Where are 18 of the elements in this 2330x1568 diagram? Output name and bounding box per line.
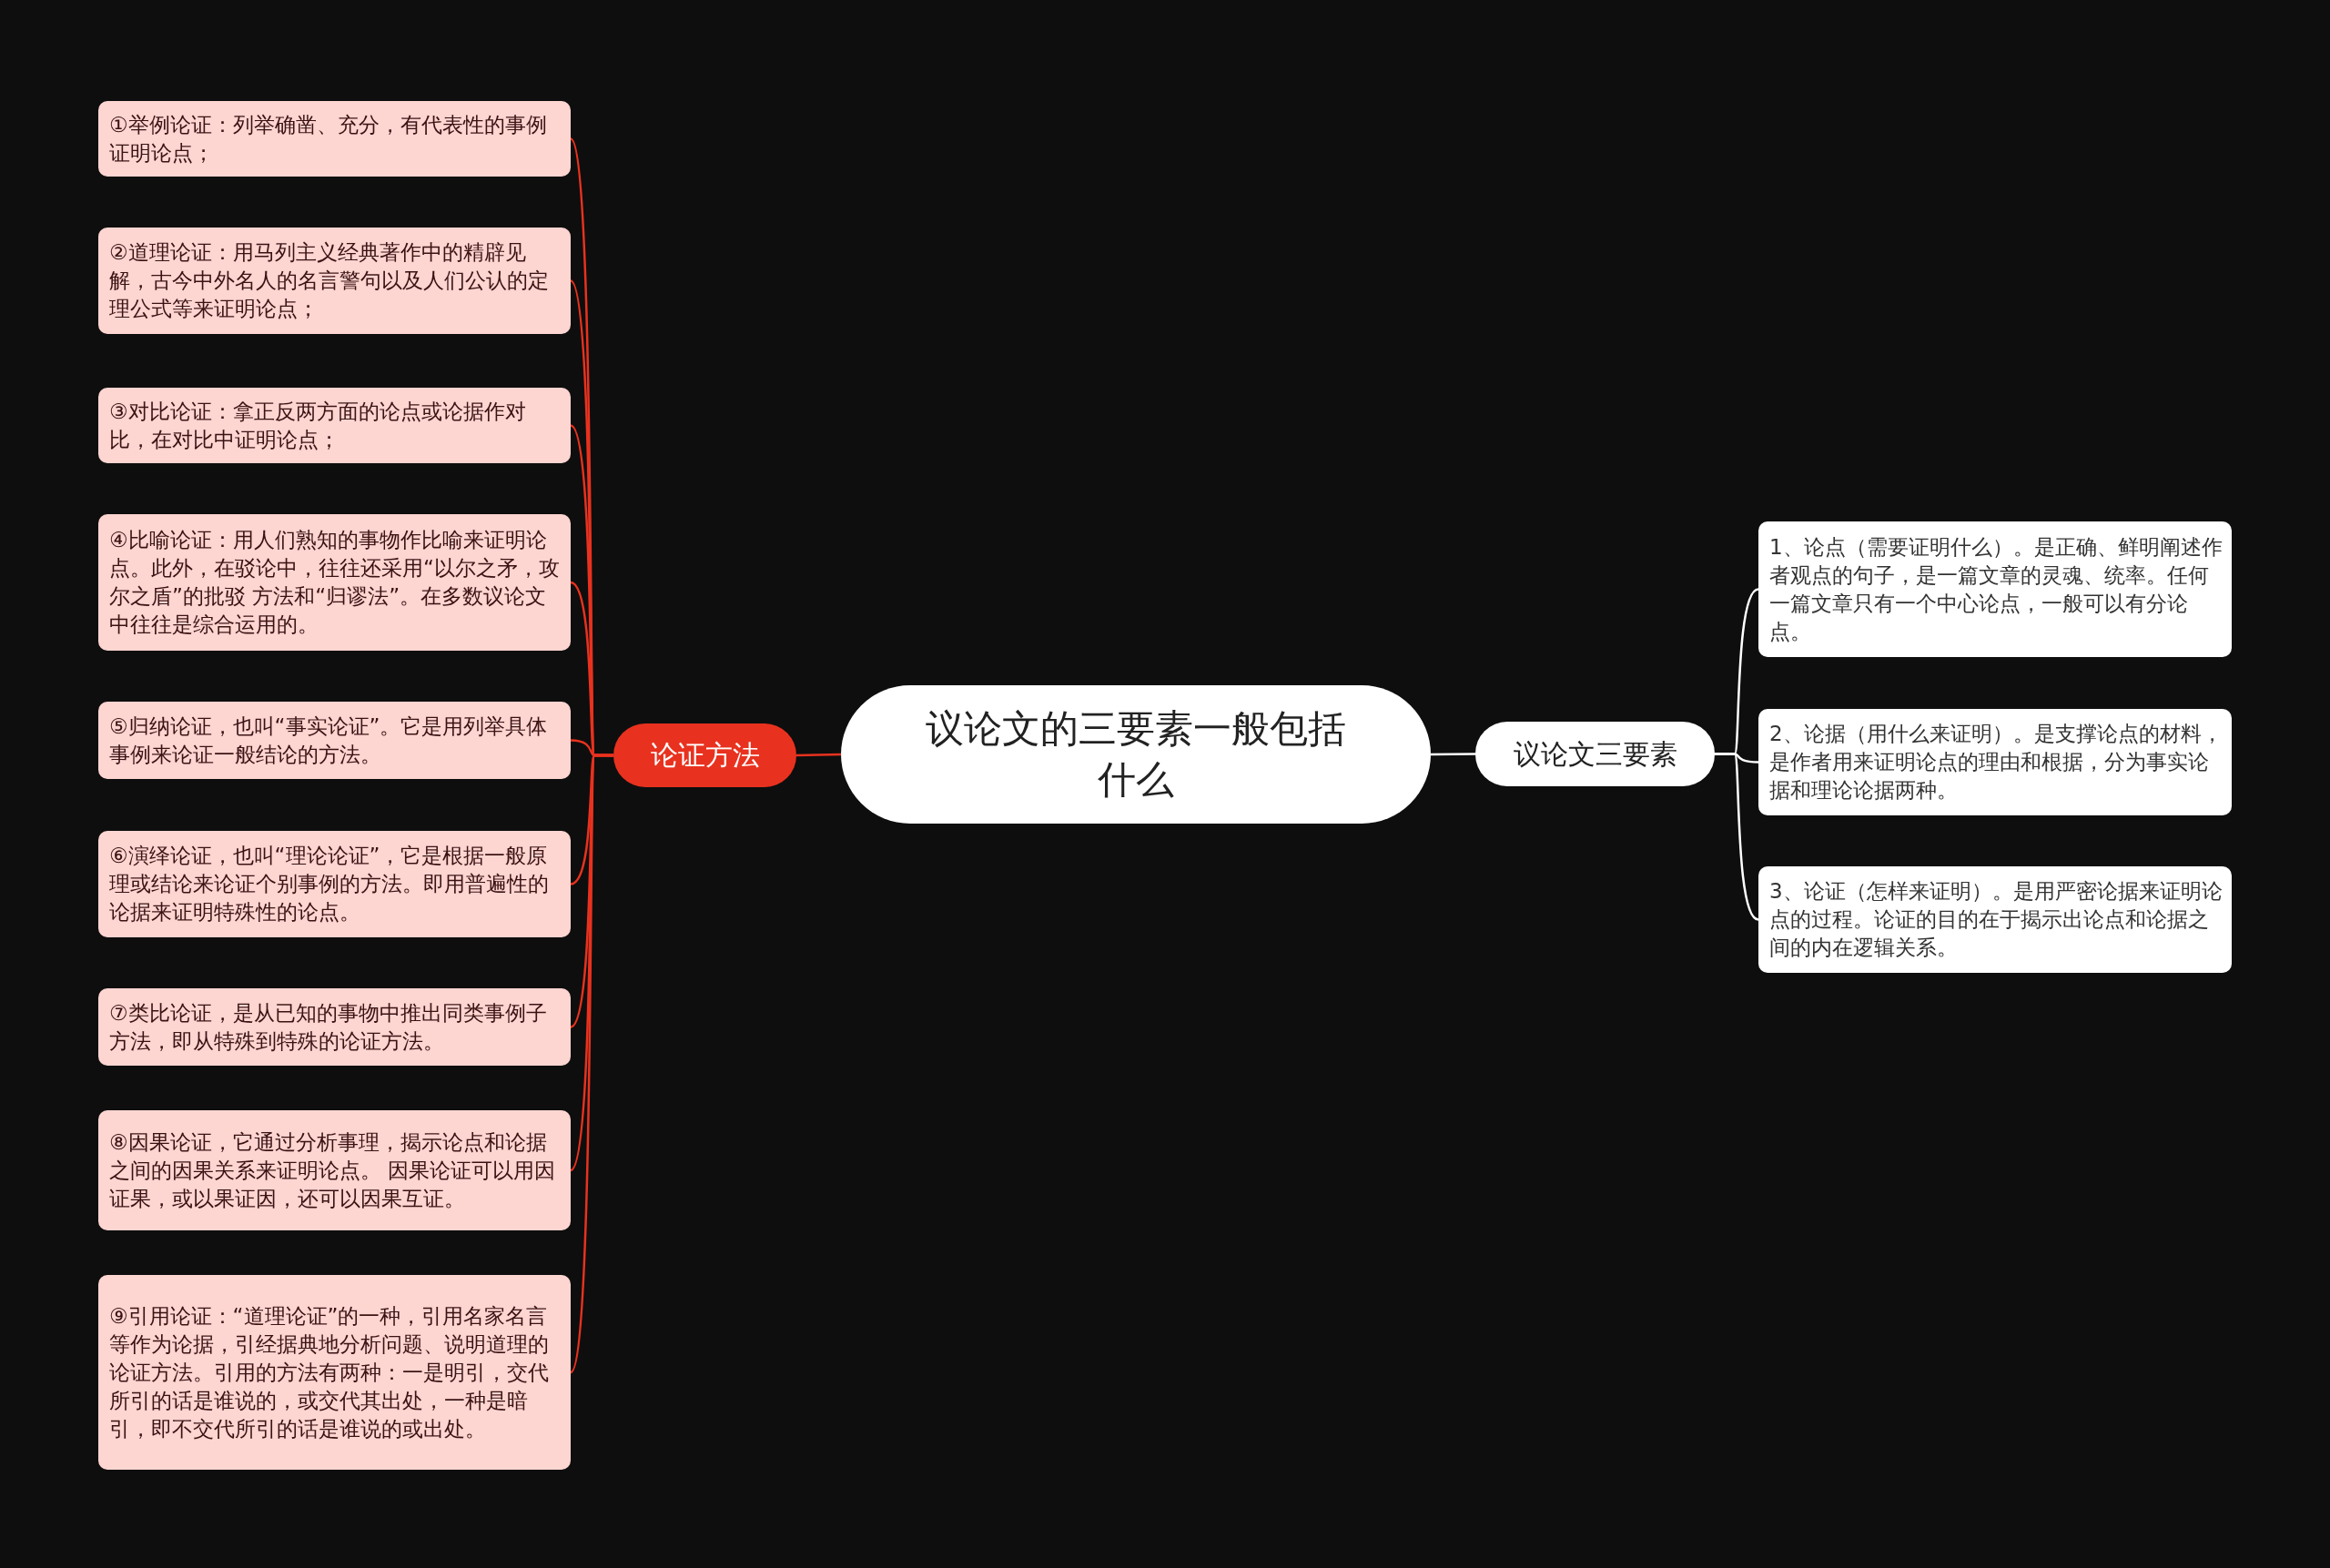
- subtopic-card: ②道理论证：用马列主义经典著作中的精辟见解，古今中外名人的名言警句以及人们公认的定理公式等来证明论点；: [98, 228, 571, 334]
- branch-topic: 议论文三要素: [1475, 722, 1715, 786]
- subtopic-card: ⑧因果论证，它通过分析事理，揭示论点和论据之间的因果关系来证明论点。 因果论证可以用因证果，或以果证因，还可以因果互证。: [98, 1110, 571, 1230]
- subtopic-card: ⑥演绎论证，也叫“理论论证”，它是根据一般原理或结论来论证个别事例的方法。即用普遍性的论据来证明特殊性的论点。: [98, 831, 571, 937]
- subtopic-card: ④比喻论证：用人们熟知的事物作比喻来证明论点。此外，在驳论中，往往还采用“以尔之矛，攻尔之盾”的批驳 方法和“归谬法”。在多数议论文中往往是综合运用的。: [98, 514, 571, 651]
- subtopic-card: ⑦类比论证，是从已知的事物中推出同类事例子方法，即从特殊到特殊的论证方法。: [98, 988, 571, 1066]
- central-topic: 议论文的三要素一般包括什么: [841, 685, 1431, 824]
- connector-line: [1715, 753, 1759, 921]
- connector-line: [795, 753, 842, 757]
- subtopic-card: ⑤归纳论证，也叫“事实论证”。它是用列举具体事例来论证一般结论的方法。: [98, 702, 571, 779]
- branch-topic: 论证方法: [613, 723, 796, 787]
- subtopic-card: 3、论证（怎样来证明）。是用严密论据来证明论点的过程。论证的目的在于揭示出论点和论据之间的内在逻辑关系。: [1758, 866, 2232, 973]
- connector-line: [1431, 753, 1475, 756]
- subtopic-card: ③对比论证：拿正反两方面的论点或论据作对比，在对比中证明论点；: [98, 388, 571, 463]
- subtopic-card: 2、论据（用什么来证明）。是支撑论点的材料，是作者用来证明论点的理由和根据，分为事实论据和理论论据两种。: [1758, 709, 2232, 815]
- subtopic-card: ⑨引用论证：“道理论证”的一种，引用名家名言等作为论据，引经据典地分析问题、说明道理的论证方法。引用的方法有两种：一是明引，交代所引的话是谁说的，或交代其出处，一种是暗引，即不交代所引的话是谁说的或出处。: [98, 1275, 571, 1470]
- subtopic-card: 1、论点（需要证明什么）。是正确、鲜明阐述作者观点的句子，是一篇文章的灵魂、统率。任何一篇文章只有一个中心论点，一般可以有分论点。: [1758, 521, 2232, 657]
- subtopic-card: ①举例论证：列举确凿、充分，有代表性的事例证明论点；: [98, 101, 571, 177]
